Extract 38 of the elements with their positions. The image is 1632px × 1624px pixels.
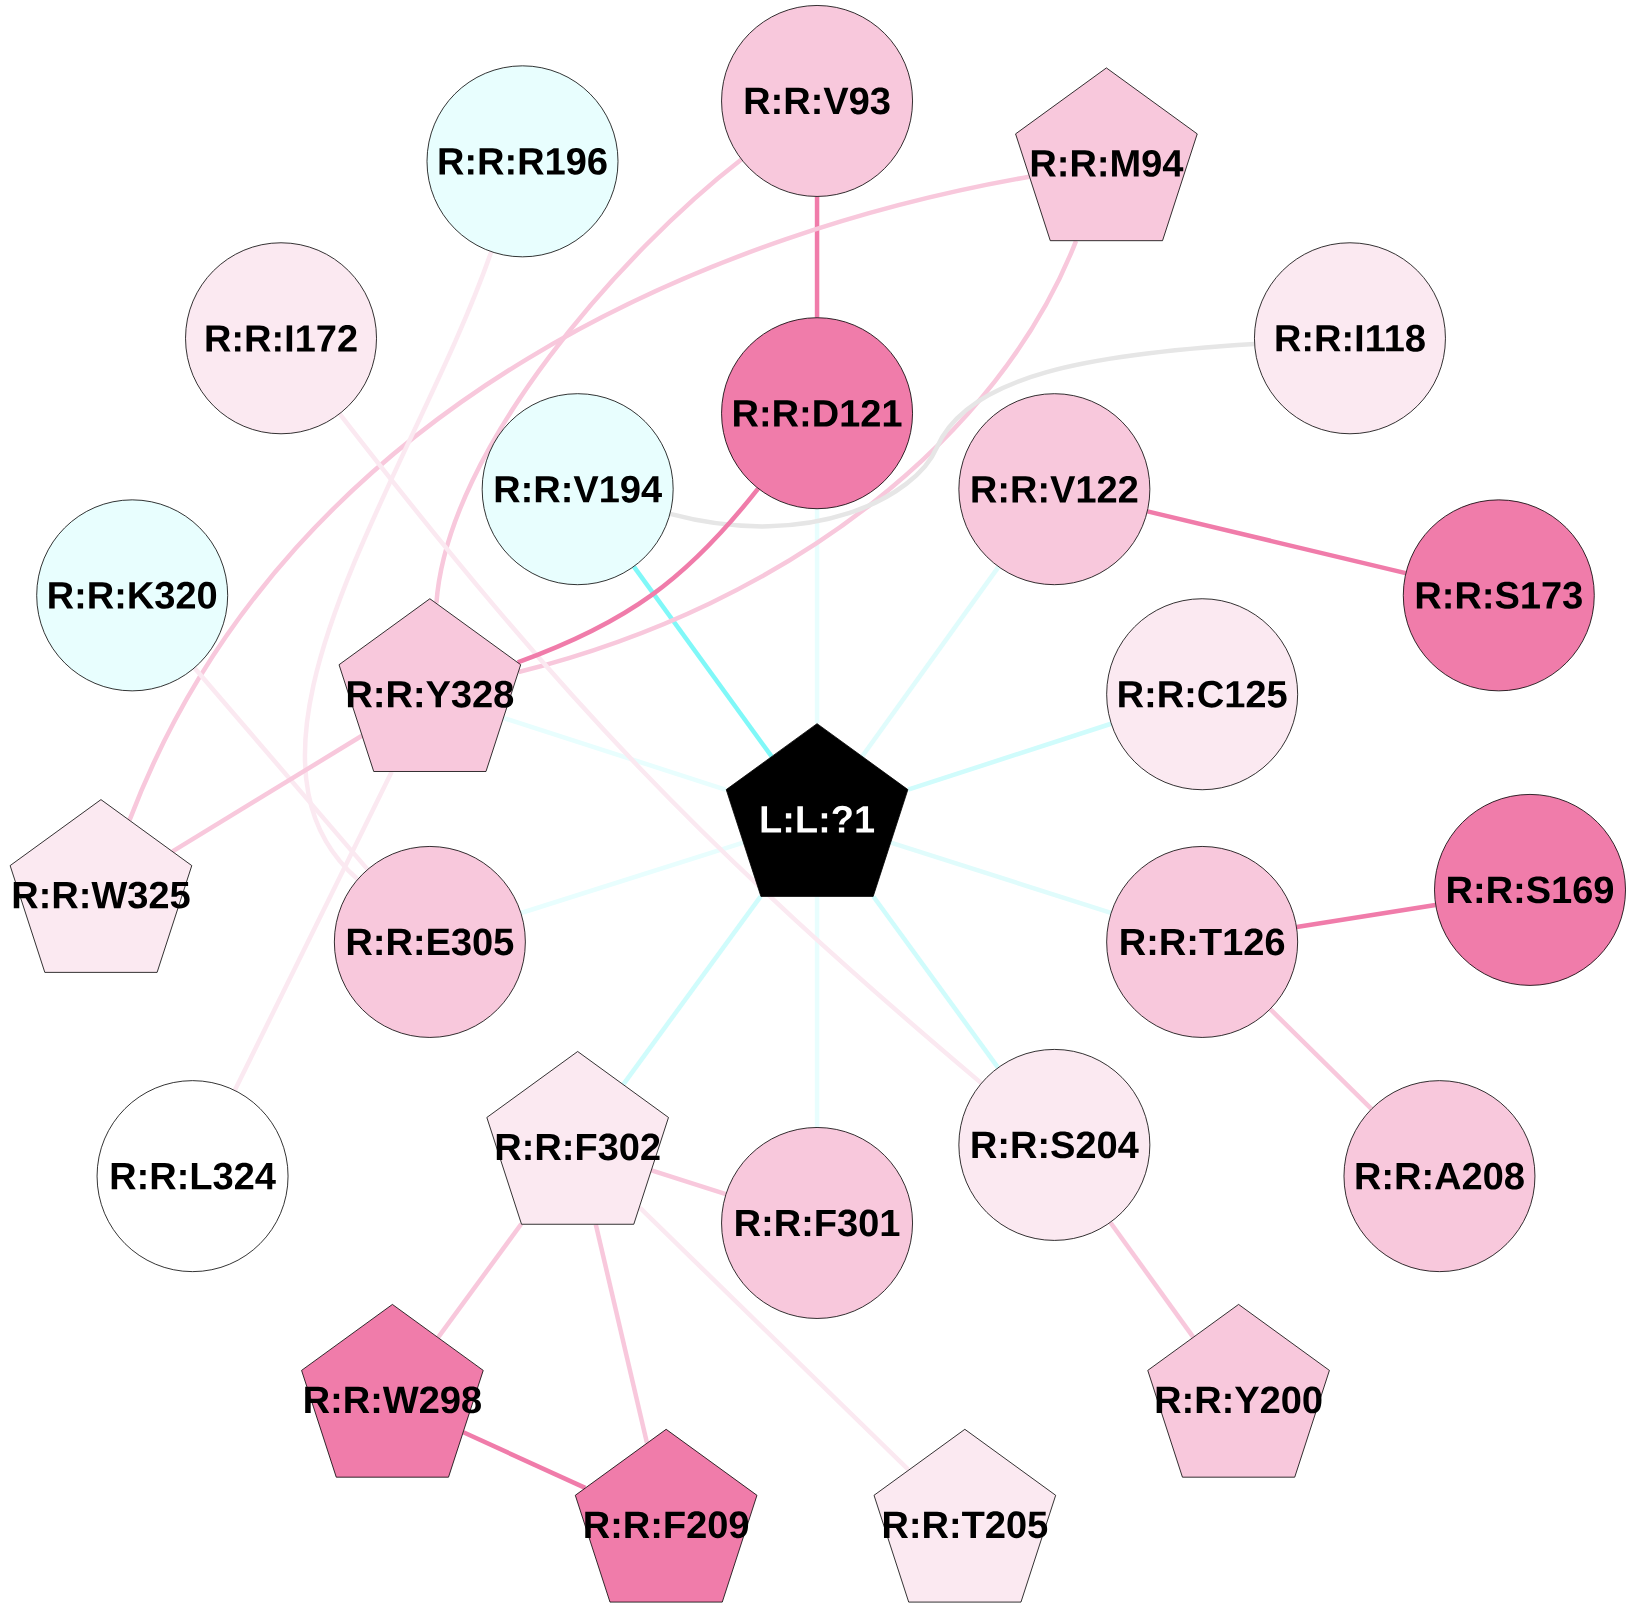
interaction-line	[1296, 902, 1436, 930]
interaction-line	[890, 840, 1112, 916]
interaction-line	[192, 666, 370, 871]
interaction-line	[1146, 509, 1407, 576]
interaction-line	[127, 174, 1030, 822]
residue-pentagon: R:R:T205	[873, 1429, 1057, 1603]
interaction-line	[1268, 1007, 1373, 1111]
residue-pentagon: R:R:Y200	[1147, 1304, 1330, 1478]
ligand-pentagon: L:L:?1	[725, 723, 909, 897]
interaction-line	[814, 509, 820, 724]
interaction-line	[520, 840, 744, 916]
interaction-line	[814, 896, 820, 1128]
interaction-line	[436, 1222, 524, 1339]
interaction-line	[434, 157, 743, 604]
interaction-line	[171, 734, 364, 854]
interaction-line	[517, 240, 1079, 675]
residue-pentagon: R:R:Y328	[338, 598, 522, 773]
interaction-line	[593, 1224, 650, 1444]
interaction-line	[860, 565, 1001, 758]
residue-pentagon: R:R:F209	[574, 1429, 758, 1603]
residue-pentagon: R:R:M94	[1015, 67, 1198, 242]
interaction-line	[337, 412, 983, 1085]
interaction-line	[232, 770, 394, 1092]
interaction-line	[907, 721, 1112, 792]
interaction-line	[502, 716, 727, 793]
residue-pentagon: R:R:W325	[9, 799, 193, 973]
interaction-line	[650, 1168, 727, 1197]
interaction-line	[871, 895, 1000, 1070]
interaction-line	[1108, 1221, 1196, 1339]
interaction-line	[814, 196, 820, 318]
interaction-line	[632, 565, 774, 758]
interaction-line	[669, 342, 1255, 529]
interaction-line	[637, 1205, 911, 1472]
residue-pentagon: R:R:F302	[486, 1051, 669, 1225]
interaction-line	[302, 251, 494, 881]
interaction-line	[621, 895, 763, 1086]
interaction-line	[462, 1430, 587, 1491]
interaction-line	[516, 487, 760, 665]
